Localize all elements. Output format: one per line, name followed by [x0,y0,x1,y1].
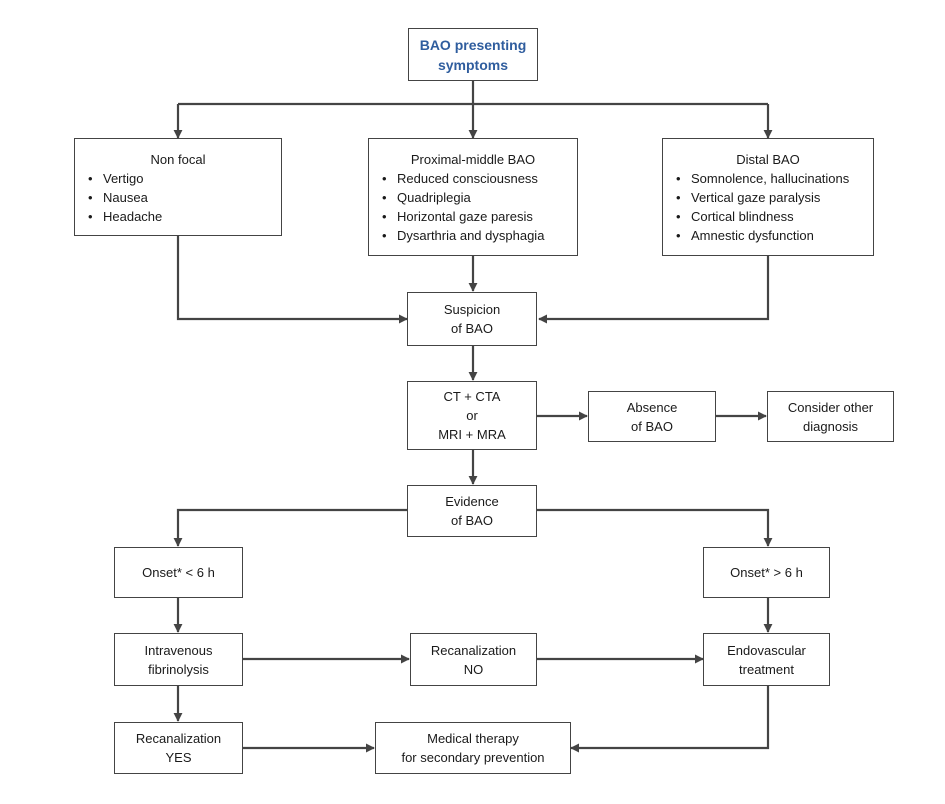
list-item: Headache [75,207,281,226]
endo-line-2: treatment [739,661,794,677]
medical-therapy-box: Medical therapy for secondary prevention [375,722,571,774]
list-item: Horizontal gaze paresis [369,207,577,226]
arrow-evidence-to-onset-late [537,508,773,547]
absence-line-2: of BAO [631,418,673,434]
arrow-distal-to-suspicion [538,256,770,324]
imaging-box: CT + CTA or MRI + MRA [407,381,537,450]
list-item: Reduced consciousness [369,169,577,188]
consider-other-diagnosis-box: Consider other diagnosis [767,391,894,442]
recan-no-line-1: Recanalization [430,642,517,658]
imaging-line-2: or [466,408,478,423]
ivt-line-2: fibrinolysis [148,661,209,677]
recan-no-line-2: NO [463,661,484,677]
suspicion-line-2: of BAO [451,321,493,336]
arrow-evidence-to-onset-early [173,508,407,547]
root-line-1: BAO presenting [419,36,527,53]
arrow-non-focal-to-suspicion [176,236,408,324]
onset-early-label: Onset* < 6 h [142,565,215,580]
onset-late-box: Onset* > 6 h [703,547,830,598]
ivt-line-1: Intravenous [144,642,213,658]
arrow-endo-to-medical [570,686,770,753]
root-line-2: symptoms [437,56,509,73]
intravenous-fibrinolysis-box: Intravenous fibrinolysis [114,633,243,686]
distal-bao-box: Distal BAO Somnolence, hallucinations Ve… [662,138,874,256]
proximal-symptom-list: Reduced consciousness Quadriplegia Horiz… [369,169,577,245]
distal-title: Distal BAO [736,152,800,167]
endo-line-1: Endovascular [727,642,806,658]
non-focal-box: Non focal Vertigo Nausea Headache [74,138,282,236]
absence-of-bao-box: Absence of BAO [588,391,716,442]
medical-line-1: Medical therapy [427,731,519,746]
medical-line-2: for secondary prevention [401,750,545,765]
list-item: Quadriplegia [369,188,577,207]
evidence-line-2: of BAO [451,513,493,528]
evidence-line-1: Evidence [445,494,499,509]
distal-symptom-list: Somnolence, hallucinations Vertical gaze… [663,169,873,245]
list-item: Vertical gaze paralysis [663,188,873,207]
proximal-title: Proximal-middle BAO [410,152,536,167]
consider-line-2: diagnosis [803,418,858,434]
list-item: Amnestic dysfunction [663,226,873,245]
recanalization-no-box: Recanalization NO [410,633,537,686]
list-item: Somnolence, hallucinations [663,169,873,188]
suspicion-line-1: Suspicion [443,302,501,317]
recanalization-yes-box: Recanalization YES [114,722,243,774]
bao-presenting-symptoms-box: BAO presenting symptoms [408,28,538,81]
onset-early-box: Onset* < 6 h [114,547,243,598]
evidence-of-bao-box: Evidence of BAO [407,485,537,537]
suspicion-of-bao-box: Suspicion of BAO [407,292,537,346]
endovascular-treatment-box: Endovascular treatment [703,633,830,686]
non-focal-symptom-list: Vertigo Nausea Headache [75,169,281,226]
list-item: Dysarthria and dysphagia [369,226,577,245]
absence-line-1: Absence [626,399,678,415]
onset-late-label: Onset* > 6 h [730,565,803,580]
consider-line-1: Consider other [787,399,874,415]
imaging-line-1: CT + CTA [443,389,501,404]
imaging-line-3: MRI + MRA [438,427,506,442]
list-item: Cortical blindness [663,207,873,226]
list-item: Vertigo [75,169,281,188]
proximal-middle-bao-box: Proximal-middle BAO Reduced consciousnes… [368,138,578,256]
recan-yes-line-2: YES [165,750,192,765]
non-focal-title: Non focal [150,152,206,167]
recan-yes-line-1: Recanalization [135,731,222,746]
list-item: Nausea [75,188,281,207]
